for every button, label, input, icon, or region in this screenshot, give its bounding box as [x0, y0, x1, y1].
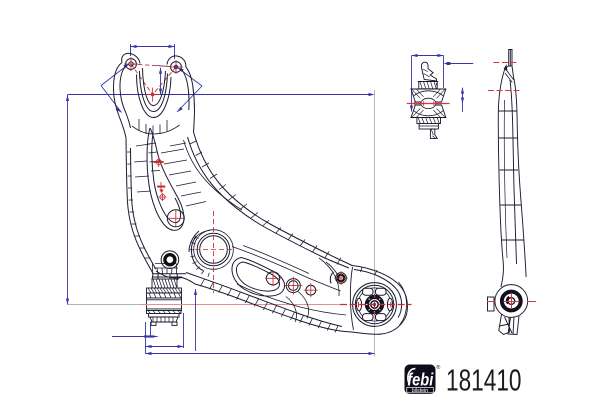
svg-text:181410: 181410 — [446, 364, 522, 398]
svg-text:®: ® — [436, 364, 440, 371]
svg-text:bilstein: bilstein — [412, 388, 428, 394]
svg-text:febi: febi — [407, 370, 434, 390]
